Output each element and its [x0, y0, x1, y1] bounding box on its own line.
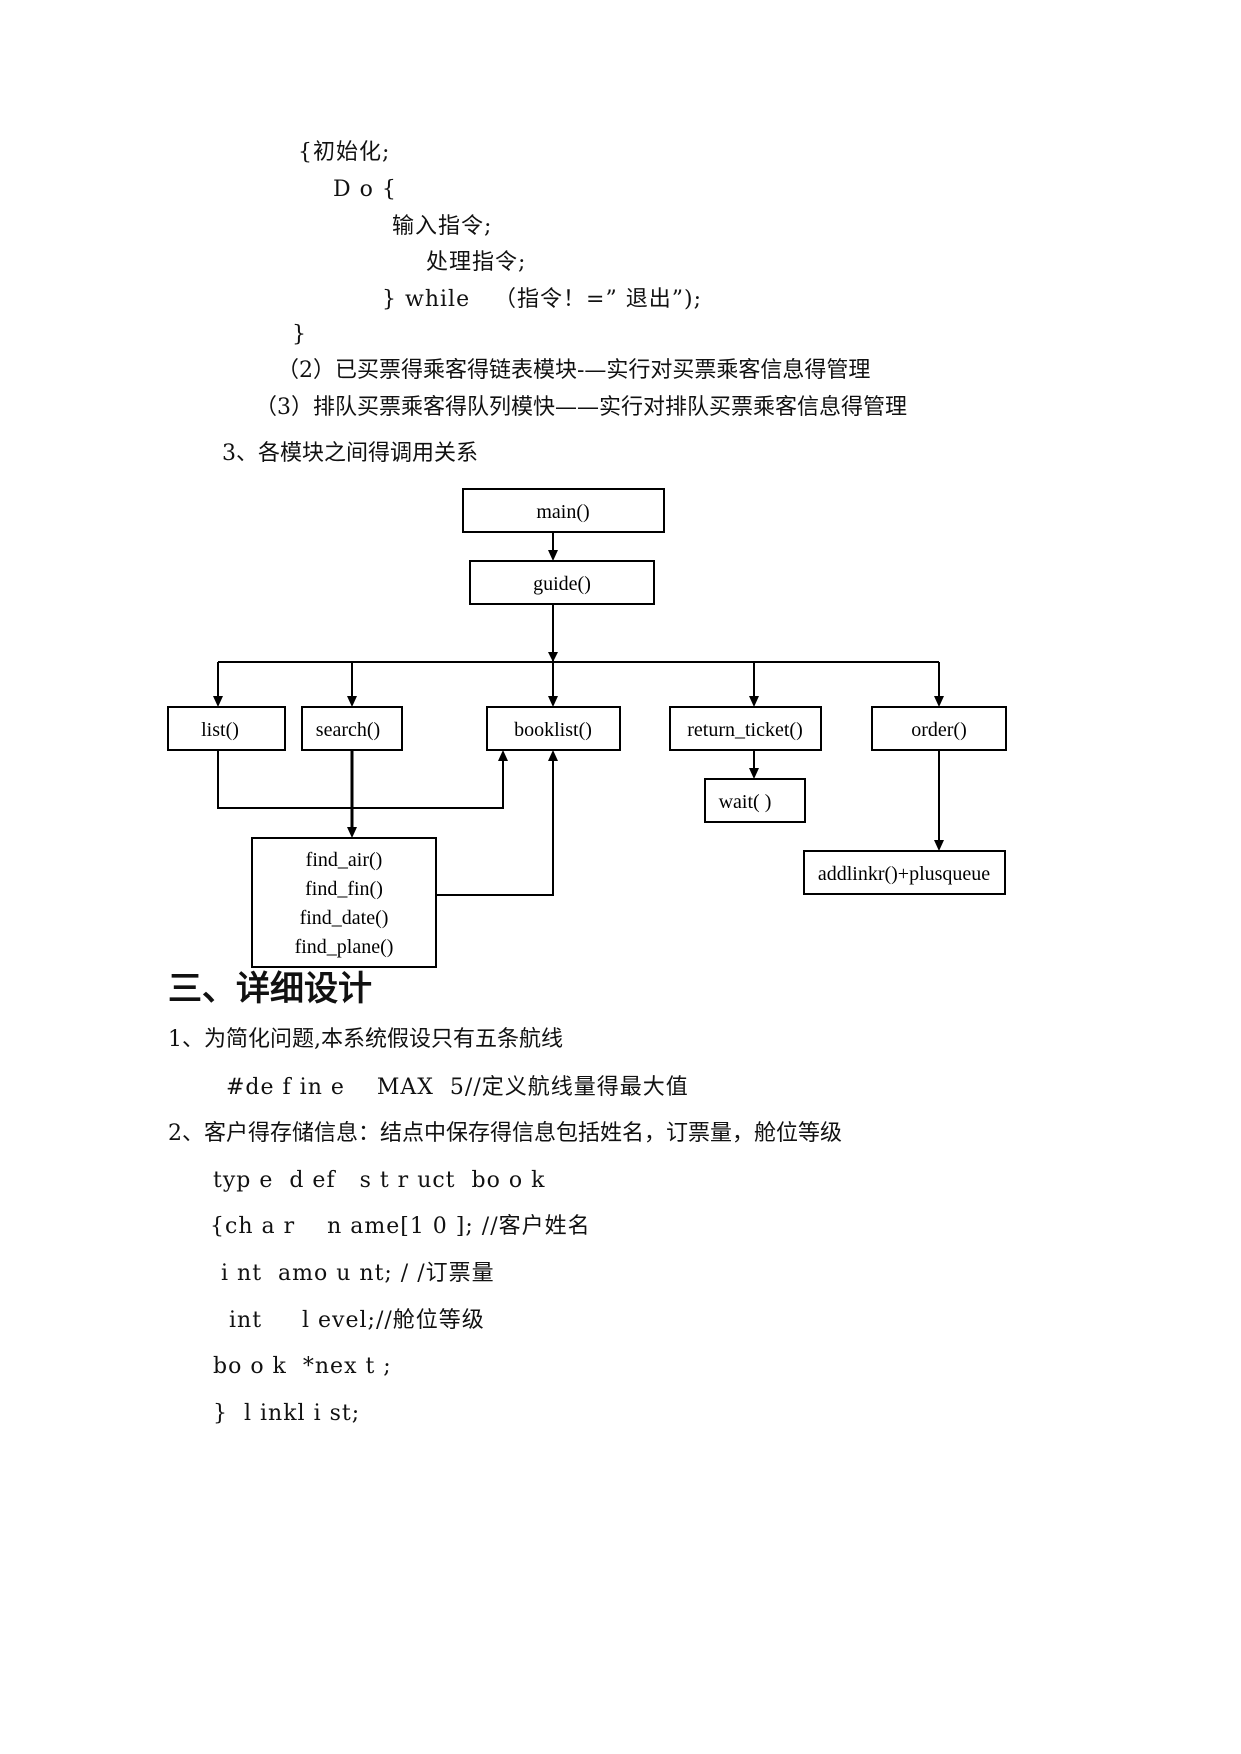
node-main-label: main() [536, 501, 589, 523]
node-main: main() [462, 488, 665, 533]
code-line-name: {ch a r n ame[1 0 ]; //客户姓名 [210, 1214, 591, 1239]
node-guide-label: guide() [533, 573, 591, 595]
node-find-date-label: find_date() [300, 907, 389, 929]
code-line-amount: i nt amo u nt; / /订票量 [213, 1261, 495, 1286]
edge-find-booklist [436, 761, 554, 896]
section-3-title: 3、各模块之间得调用关系 [222, 441, 478, 466]
node-wait: wait( ) [704, 778, 806, 823]
node-order: order() [871, 706, 1007, 751]
node-guide: guide() [469, 560, 655, 605]
module-item-3: （3）排队买票乘客得队列模快——实行对排队买票乘客信息得管理 [255, 395, 907, 420]
pseudocode-line-process: 处理指令; [426, 250, 527, 275]
node-search-label: search() [316, 719, 380, 741]
node-return-ticket: return_ticket() [669, 706, 822, 751]
pseudocode-line-init: {初始化; [298, 140, 391, 165]
node-addlinkr: addlinkr()+plusqueue [803, 850, 1006, 895]
node-find-group: find_air() find_fin() find_date() find_p… [251, 837, 437, 968]
node-list-label: list() [201, 719, 239, 741]
node-find-plane-label: find_plane() [295, 936, 394, 958]
pseudocode-line-do: D o { [333, 177, 397, 202]
edge-list-booklist [217, 750, 504, 809]
node-order-label: order() [911, 719, 967, 741]
diagram-edges [213, 532, 944, 896]
detail-paragraph-2: 2、客户得存储信息：结点中保存得信息包括姓名，订票量，舱位等级 [168, 1121, 842, 1146]
node-return-ticket-label: return_ticket() [687, 719, 803, 741]
pseudocode-line-close: } [292, 322, 307, 347]
node-list: list() [167, 706, 286, 751]
node-booklist: booklist() [486, 706, 621, 751]
node-find-fin-label: find_fin() [305, 878, 383, 900]
node-addlinkr-label: addlinkr()+plusqueue [818, 863, 990, 885]
node-find-air-label: find_air() [306, 849, 383, 871]
detail-paragraph-1: 1、为简化问题,本系统假设只有五条航线 [168, 1027, 563, 1052]
code-line-linklist: } l inkl i st; [213, 1401, 361, 1426]
code-line-level: int l evel;//舱位等级 [213, 1308, 485, 1333]
node-wait-label: wait( ) [719, 791, 772, 813]
section-heading-detailed-design: 三、详细设计 [168, 969, 372, 1009]
pseudocode-line-while: } while （指令！=” 退出”); [382, 287, 702, 312]
define-line: #de f in e MAX 5//定义航线量得最大值 [226, 1075, 689, 1100]
code-line-next: bo o k *nex t ; [213, 1354, 392, 1379]
code-line-typedef: typ e d ef s t r uct bo o k [213, 1168, 546, 1193]
node-search: search() [301, 706, 403, 751]
pseudocode-line-input: 输入指令; [392, 214, 493, 239]
module-item-2: （2）已买票得乘客得链表模块-—实行对买票乘客信息得管理 [277, 358, 871, 383]
node-booklist-label: booklist() [514, 719, 592, 741]
